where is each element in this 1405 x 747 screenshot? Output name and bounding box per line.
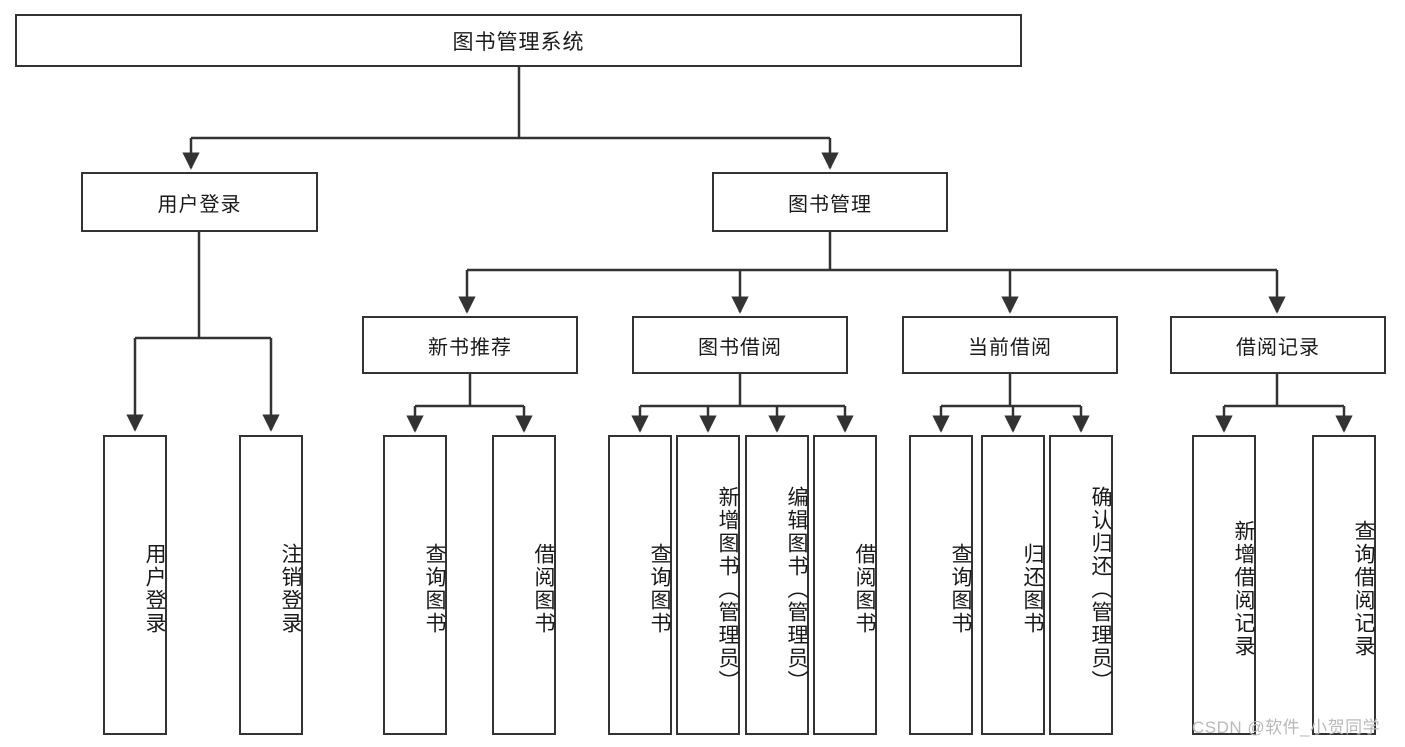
leaf-current-borrow-confirm-return[interactable]: 确认归还（管理员） [1049,435,1113,735]
leaf-book-borrow-query[interactable]: 查询图书 [608,435,672,735]
leaf-new-book-borrow[interactable]: 借阅图书 [492,435,556,735]
leaf-user-login-logout[interactable]: 注销登录 [239,435,303,735]
node-book-manage[interactable]: 图书管理 [712,172,948,232]
node-borrow-record[interactable]: 借阅记录 [1170,316,1386,374]
leaf-book-borrow-edit[interactable]: 编辑图书（管理员） [745,435,809,735]
node-book-borrow[interactable]: 图书借阅 [632,316,848,374]
node-root-system[interactable]: 图书管理系统 [15,14,1022,67]
leaf-new-book-query[interactable]: 查询图书 [383,435,447,735]
node-current-borrow[interactable]: 当前借阅 [902,316,1118,374]
leaf-current-borrow-query[interactable]: 查询图书 [909,435,973,735]
watermark-text: CSDN @软件_小贺同学 [1192,718,1381,737]
leaf-book-borrow-add[interactable]: 新增图书（管理员） [676,435,740,735]
leaf-user-login-login[interactable]: 用户登录 [103,435,167,735]
node-user-login[interactable]: 用户登录 [81,172,318,232]
leaf-borrow-record-query[interactable]: 查询借阅记录 [1312,435,1376,735]
leaf-borrow-record-add[interactable]: 新增借阅记录 [1192,435,1256,735]
leaf-book-borrow-borrow[interactable]: 借阅图书 [813,435,877,735]
node-new-book-recommend[interactable]: 新书推荐 [362,316,578,374]
leaf-current-borrow-return[interactable]: 归还图书 [981,435,1045,735]
